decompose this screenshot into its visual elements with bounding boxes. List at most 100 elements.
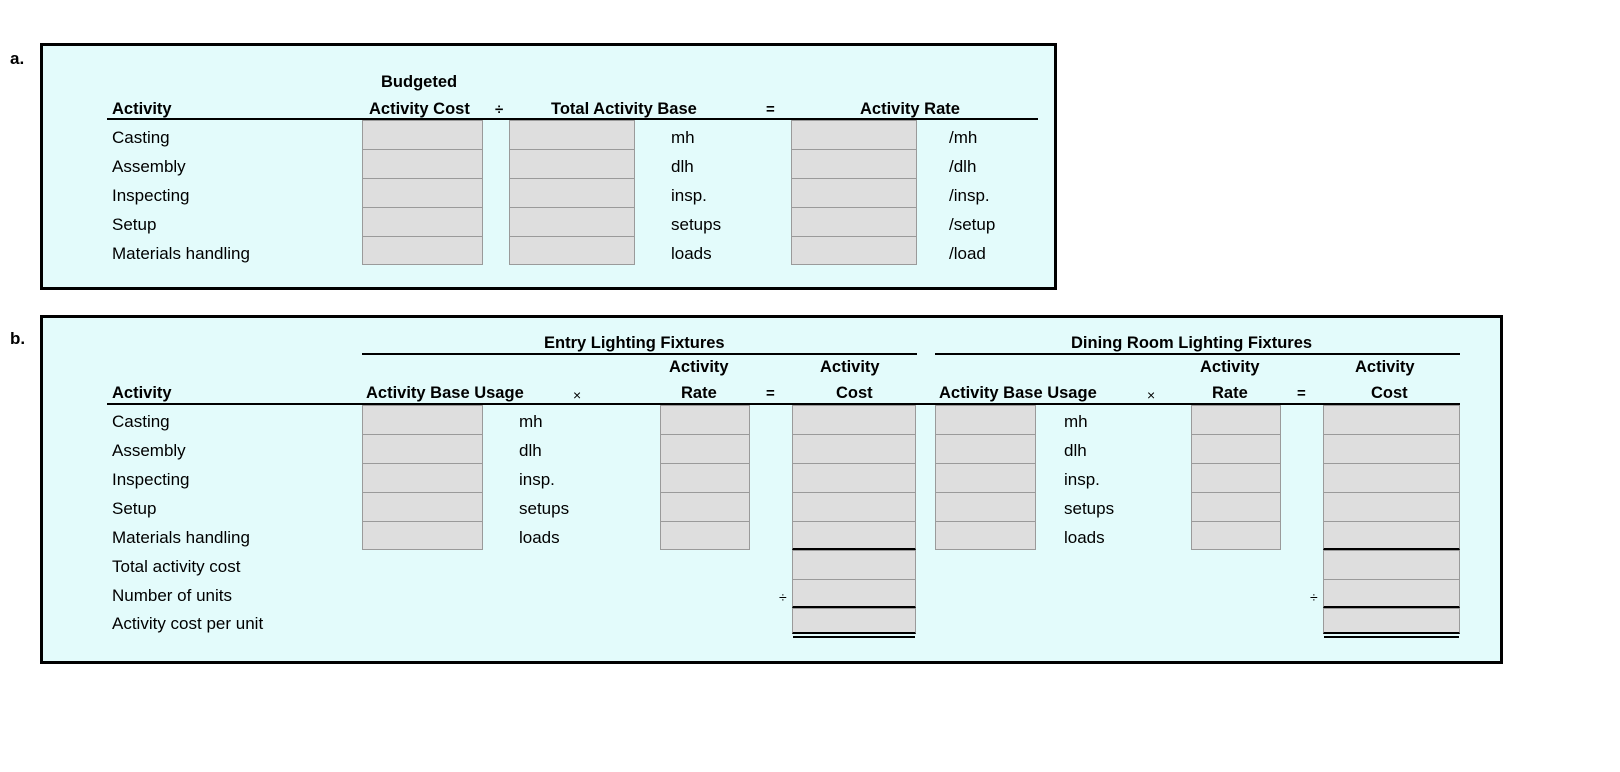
section-a-base-unit-inspecting: insp.	[671, 186, 707, 205]
input-cell-b-dining-rate-assembly[interactable]	[1191, 434, 1281, 463]
input-cell-b-dining-activity-cost-per-unit[interactable]	[1323, 608, 1460, 638]
input-cell-b-entry-cost-casting[interactable]	[792, 405, 916, 434]
input-cell-a-cost-inspecting[interactable]	[362, 178, 483, 207]
section-a-row-label-assembly: Assembly	[112, 157, 186, 176]
section-a-budgeted-activity-cost-column	[362, 120, 483, 265]
input-cell-b-entry-rate-casting[interactable]	[660, 405, 750, 434]
input-cell-b-dining-cost-assembly[interactable]	[1323, 434, 1460, 463]
input-cell-a-base-setup[interactable]	[509, 207, 635, 236]
input-cell-b-dining-cost-casting[interactable]	[1323, 405, 1460, 434]
input-cell-b-dining-cost-materials-handling[interactable]	[1323, 521, 1460, 550]
input-cell-b-entry-rate-inspecting[interactable]	[660, 463, 750, 492]
input-cell-b-entry-base-setup[interactable]	[362, 492, 483, 521]
input-cell-b-entry-rate-materials-handling[interactable]	[660, 521, 750, 550]
input-cell-b-entry-base-materials-handling[interactable]	[362, 521, 483, 550]
input-cell-b-dining-base-assembly[interactable]	[935, 434, 1036, 463]
input-cell-a-rate-assembly[interactable]	[791, 149, 917, 178]
section-b-entry-unit-casting: mh	[519, 412, 543, 431]
section-b-dining-unit-materials-handling: loads	[1064, 528, 1105, 547]
section-b-dining-equals-operator: =	[1297, 385, 1306, 402]
section-b-entry-rate-column	[660, 405, 750, 550]
section-b-header-dining-rate: Rate	[1212, 384, 1248, 402]
section-b-dining-multiply-operator: ×	[1147, 387, 1156, 403]
input-cell-a-base-materials-handling[interactable]	[509, 236, 635, 265]
input-cell-b-dining-number-of-units[interactable]	[1323, 579, 1460, 608]
section-a-divide-operator: ÷	[495, 101, 504, 118]
input-cell-b-dining-rate-setup[interactable]	[1191, 492, 1281, 521]
section-b-header-dining-cost: Cost	[1371, 384, 1408, 402]
input-cell-b-dining-cost-setup[interactable]	[1323, 492, 1460, 521]
input-cell-b-dining-rate-inspecting[interactable]	[1191, 463, 1281, 492]
input-cell-a-rate-materials-handling[interactable]	[791, 236, 917, 265]
section-b-dining-unit-setup: setups	[1064, 499, 1115, 518]
input-cell-b-entry-cost-inspecting[interactable]	[792, 463, 916, 492]
section-b-header-entry-base-usage: Activity Base Usage	[366, 384, 524, 402]
section-a-row-label-setup: Setup	[112, 215, 157, 234]
input-cell-b-entry-activity-cost-per-unit[interactable]	[792, 608, 916, 638]
section-a-row-label-materials-handling: Materials handling	[112, 244, 250, 263]
input-cell-a-rate-inspecting[interactable]	[791, 178, 917, 207]
input-cell-b-dining-base-materials-handling[interactable]	[935, 521, 1036, 550]
input-cell-a-base-casting[interactable]	[509, 120, 635, 149]
section-a-header-total-activity-base: Total Activity Base	[551, 100, 697, 118]
section-b-header-entry-cost: Cost	[836, 384, 873, 402]
input-cell-a-cost-casting[interactable]	[362, 120, 483, 149]
input-cell-b-dining-cost-inspecting[interactable]	[1323, 463, 1460, 492]
input-cell-b-dining-total-activity-cost[interactable]	[1323, 550, 1460, 579]
input-cell-b-entry-total-activity-cost[interactable]	[792, 550, 916, 579]
input-cell-a-cost-materials-handling[interactable]	[362, 236, 483, 265]
input-cell-a-rate-setup[interactable]	[791, 207, 917, 236]
section-a-header-activity-rate: Activity Rate	[860, 100, 960, 118]
section-a-base-unit-materials-handling: loads	[671, 244, 712, 263]
section-b-group-rule-dining	[935, 353, 1460, 355]
section-a-base-unit-casting: mh	[671, 128, 695, 147]
section-b-header-dining-base-usage: Activity Base Usage	[939, 384, 1097, 402]
input-cell-b-entry-base-casting[interactable]	[362, 405, 483, 434]
input-cell-b-entry-cost-materials-handling[interactable]	[792, 521, 916, 550]
section-b-entry-base-usage-column	[362, 405, 483, 550]
section-a-row-label-casting: Casting	[112, 128, 170, 147]
section-a-header-activity-cost: Activity Cost	[369, 100, 470, 118]
section-b-header-dining-activity-word-2: Activity	[1355, 358, 1415, 376]
input-cell-a-rate-casting[interactable]	[791, 120, 917, 149]
section-b-header-rule	[107, 403, 1460, 405]
input-cell-b-entry-rate-assembly[interactable]	[660, 434, 750, 463]
section-b-summary-label-total-activity-cost: Total activity cost	[112, 557, 241, 576]
input-cell-b-entry-number-of-units[interactable]	[792, 579, 916, 608]
section-b-dining-rate-column	[1191, 405, 1281, 550]
section-a-rate-unit-setup: /setup	[949, 215, 996, 234]
section-a-base-unit-setup: setups	[671, 215, 722, 234]
input-cell-b-entry-rate-setup[interactable]	[660, 492, 750, 521]
section-b-entry-cost-column	[792, 405, 916, 638]
section-b-dining-unit-inspecting: insp.	[1064, 470, 1100, 489]
input-cell-a-cost-assembly[interactable]	[362, 149, 483, 178]
section-b-dining-unit-casting: mh	[1064, 412, 1088, 431]
input-cell-b-dining-base-inspecting[interactable]	[935, 463, 1036, 492]
section-a-header-budgeted: Budgeted	[381, 73, 458, 91]
input-cell-b-dining-rate-materials-handling[interactable]	[1191, 521, 1281, 550]
section-b-dining-divide-operator: ÷	[1310, 589, 1318, 605]
input-cell-a-cost-setup[interactable]	[362, 207, 483, 236]
input-cell-a-base-assembly[interactable]	[509, 149, 635, 178]
input-cell-b-entry-base-assembly[interactable]	[362, 434, 483, 463]
section-a-letter: a.	[10, 49, 25, 68]
input-cell-b-dining-rate-casting[interactable]	[1191, 405, 1281, 434]
section-b-row-label-setup: Setup	[112, 499, 157, 518]
input-cell-b-entry-cost-assembly[interactable]	[792, 434, 916, 463]
section-a-total-activity-base-column	[509, 120, 635, 265]
section-b-entry-equals-operator: =	[766, 385, 775, 402]
section-a-rate-unit-materials-handling: /load	[949, 244, 986, 263]
section-b-entry-unit-assembly: dlh	[519, 441, 542, 460]
input-cell-a-base-inspecting[interactable]	[509, 178, 635, 207]
section-b-entry-unit-inspecting: insp.	[519, 470, 555, 489]
section-b-entry-multiply-operator: ×	[573, 387, 582, 403]
input-cell-b-dining-base-setup[interactable]	[935, 492, 1036, 521]
input-cell-b-entry-cost-setup[interactable]	[792, 492, 916, 521]
input-cell-b-dining-base-casting[interactable]	[935, 405, 1036, 434]
section-b-dining-cost-column	[1323, 405, 1460, 638]
input-cell-b-entry-base-inspecting[interactable]	[362, 463, 483, 492]
section-b-header-activity: Activity	[112, 384, 172, 402]
section-b-row-label-casting: Casting	[112, 412, 170, 431]
section-a-row-label-inspecting: Inspecting	[112, 186, 190, 205]
